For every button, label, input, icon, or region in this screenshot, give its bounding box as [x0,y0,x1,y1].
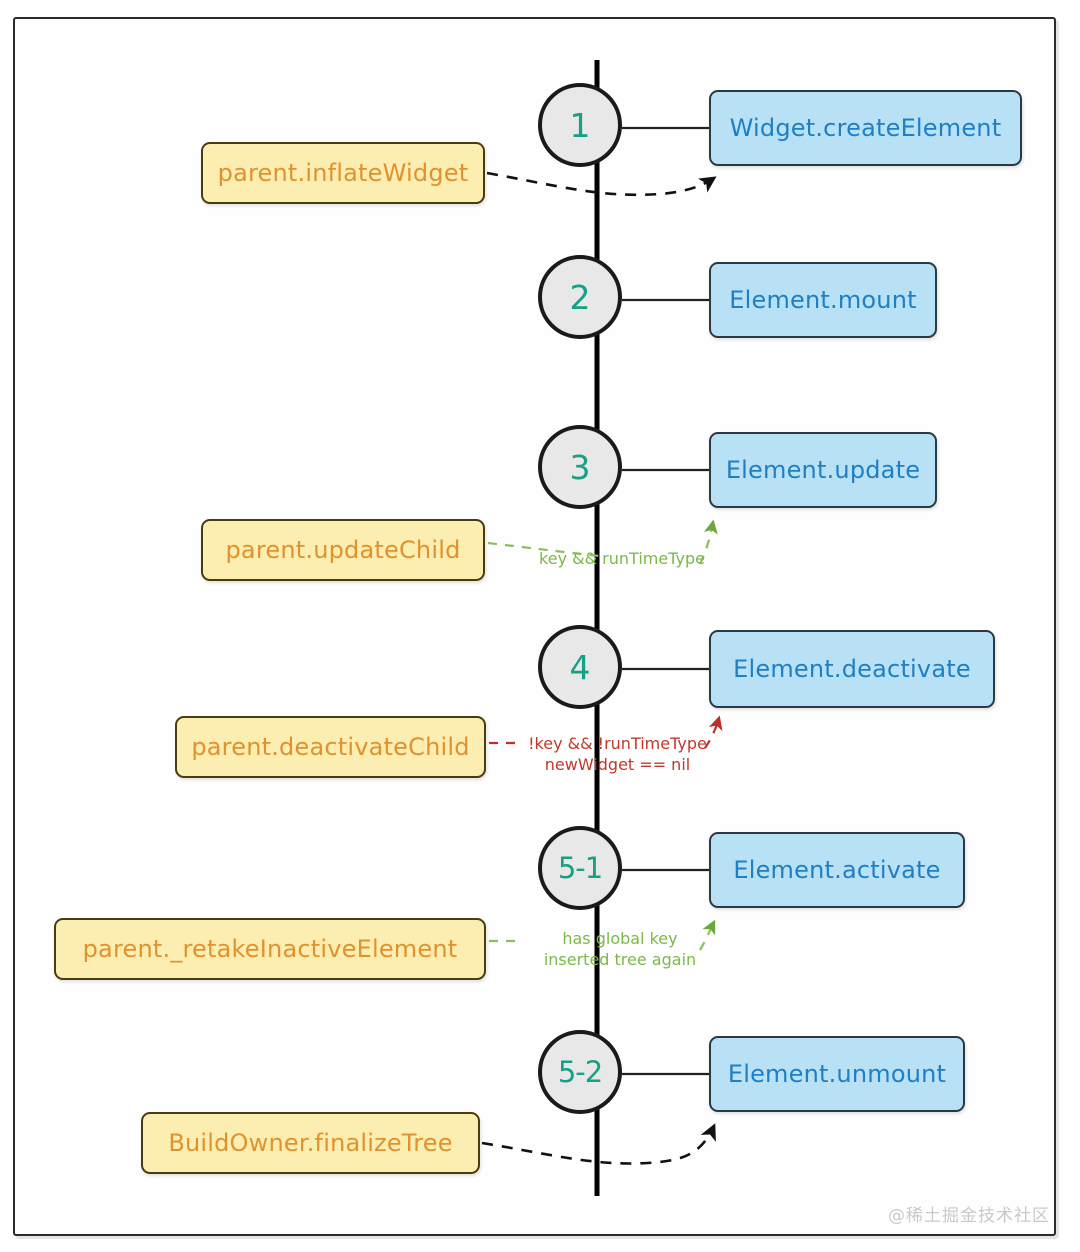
condition-note-activate: has global key inserted tree again [543,929,697,969]
api-box-label: Widget.createElement [729,114,1002,142]
step-node-1[interactable]: 1 [538,83,622,167]
api-box-element-unmount[interactable]: Element.unmount [709,1036,965,1112]
api-box-element-deactivate[interactable]: Element.deactivate [709,630,995,708]
diagram-frame [13,17,1056,1236]
step-node-3[interactable]: 3 [538,425,622,509]
caller-box-label: BuildOwner.finalizeTree [168,1129,453,1157]
api-box-element-activate[interactable]: Element.activate [709,832,965,908]
caller-box-parent-deactivatechild[interactable]: parent.deactivateChild [175,716,486,778]
step-node-label: 5-2 [557,1055,603,1089]
condition-note-update: key && runTimeType [539,549,705,568]
api-box-element-mount[interactable]: Element.mount [709,262,937,338]
api-box-label: Element.activate [733,856,941,884]
watermark: @稀土掘金技术社区 [888,1206,1050,1226]
caller-box-buildowner-finalizetree[interactable]: BuildOwner.finalizeTree [141,1112,480,1174]
caller-box-label: parent._retakeInactiveElement [82,935,458,963]
api-box-label: Element.deactivate [733,655,971,683]
caller-box-parent-retakeinactiveelement[interactable]: parent._retakeInactiveElement [54,918,486,980]
caller-box-parent-updatechild[interactable]: parent.updateChild [201,519,485,581]
api-box-label: Element.mount [729,286,917,314]
step-node-label: 5-1 [557,851,603,885]
step-node-label: 2 [569,277,591,317]
caller-box-label: parent.updateChild [225,536,461,564]
api-box-widget-createelement[interactable]: Widget.createElement [709,90,1022,166]
step-node-5-2[interactable]: 5-2 [538,1030,622,1114]
api-box-label: Element.unmount [727,1060,947,1088]
step-node-label: 4 [569,647,591,687]
caller-box-label: parent.deactivateChild [191,733,470,761]
caller-box-parent-inflatewidget[interactable]: parent.inflateWidget [201,142,485,204]
step-node-4[interactable]: 4 [538,625,622,709]
step-node-5-1[interactable]: 5-1 [538,826,622,910]
step-node-2[interactable]: 2 [538,255,622,339]
step-node-label: 3 [569,447,591,487]
caller-box-label: parent.inflateWidget [217,159,469,187]
step-node-label: 1 [569,105,591,145]
api-box-element-update[interactable]: Element.update [709,432,937,508]
condition-note-deactivate: !key && !runTimeType newWidget == nil [528,734,707,774]
api-box-label: Element.update [725,456,921,484]
